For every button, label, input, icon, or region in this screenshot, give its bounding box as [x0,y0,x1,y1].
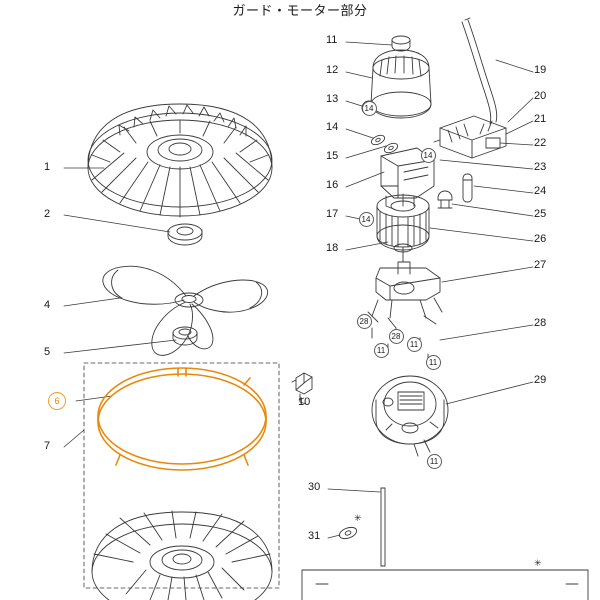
part-10-bracket [291,372,313,405]
part-label-7: 7 [44,440,51,452]
callout-bubble-11-b-label: 11 [409,339,419,349]
callout-bubble-11-d-label: 11 [429,456,439,466]
part-1-front-guard [87,103,273,218]
part-label-2: 2 [44,208,51,220]
part-30-rod [380,487,386,567]
callout-bubble-14-a-label: 14 [364,103,374,113]
callout-bubble-14-c-label: 14 [361,214,371,224]
callout-bubble-28-a-label: 28 [359,316,369,326]
callout-bubble-11-c-label: 11 [428,357,438,367]
part-16-motor-housing [380,147,435,211]
part-label-30: 30 [308,481,321,493]
callout-bubble-6[interactable]: 6 [48,392,66,410]
asterisk-mark-2: ✳ [534,559,542,569]
part-label-4: 4 [44,299,51,311]
part-label-28: 28 [534,317,547,329]
part-7-rear-guard-group [91,510,273,600]
part-label-1: 1 [44,161,51,173]
callout-bubble-6-label: 6 [54,396,60,406]
part-21-switch-assembly [433,115,507,159]
asterisk-mark-1: ✳ [354,514,362,524]
part-15-clips [370,134,399,154]
asterisk-glyph-1: ✳ [354,514,362,524]
part-label-19: 19 [534,64,547,76]
callout-bubble-11-c[interactable]: 11 [425,354,441,370]
callout-bubble-11-a[interactable]: 11 [373,342,389,358]
part-label-23: 23 [534,161,547,173]
part-31-clip [338,526,358,540]
part-label-16: 16 [326,179,339,191]
callout-bubble-14-c[interactable]: 14 [358,211,374,227]
callout-bubble-28-a[interactable]: 28 [356,313,372,329]
part-19-power-cord [461,17,498,125]
part-label-27: 27 [534,259,547,271]
part-label-14: 14 [326,121,339,133]
leader-lines [63,41,534,539]
diagram-title: ガード・モーター部分 [232,4,368,19]
part-label-5: 5 [44,346,51,358]
part-25-knob [437,190,453,209]
callout-bubble-14-b-label: 14 [423,150,433,160]
part-29-base-housing [371,375,449,457]
part-label-13: 13 [326,93,339,105]
part-label-21: 21 [534,113,547,125]
part-27-mount-bracket [367,261,443,329]
part-label-29: 29 [534,374,547,386]
part-label-15: 15 [326,150,339,162]
part-label-22: 22 [534,137,547,149]
part-24-pin [462,173,473,203]
part-2-guard-nut [167,223,203,246]
part-label-20: 20 [534,90,547,102]
callout-bubble-14-a[interactable]: 14 [361,100,377,116]
part-label-11: 11 [326,34,338,46]
part-label-31: 31 [308,530,321,542]
callout-bubble-11-a-label: 11 [376,345,386,355]
part-5-blade-nut [172,326,198,346]
part-6-guard-ring-highlight [97,367,267,471]
part-label-25: 25 [534,208,547,220]
asterisk-glyph-2: ✳ [534,559,542,569]
part-12-motor-cap [370,35,432,119]
callout-bubble-11-d[interactable]: 11 [426,453,442,469]
callout-bubble-28-b-label: 28 [391,331,401,341]
part-label-17: 17 [326,208,339,220]
part-4-fan-blade [102,265,268,356]
part-26-motor-body [376,193,430,263]
callout-bubble-28-b[interactable]: 28 [388,328,404,344]
callout-bubble-14-b[interactable]: 14 [420,147,436,163]
part-label-26: 26 [534,233,547,245]
part-label-10: 10 [298,396,311,408]
callout-bubble-11-b[interactable]: 11 [406,336,422,352]
part-label-12: 12 [326,64,339,76]
part-label-24: 24 [534,185,547,197]
part-label-18: 18 [326,242,339,254]
bottom-right-box [301,569,589,600]
